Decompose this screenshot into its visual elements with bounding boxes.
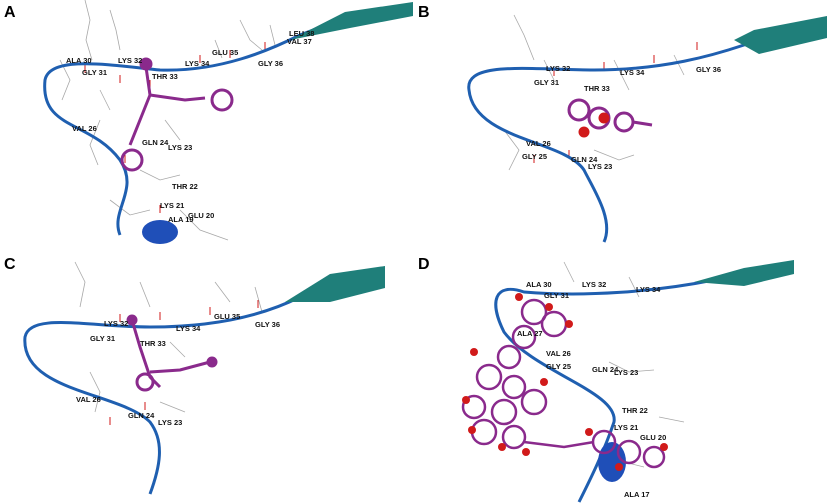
residue-label: VAL 26 — [72, 124, 97, 133]
residue-label: LYS 32 — [546, 64, 570, 73]
residue-label: THR 33 — [152, 72, 178, 81]
residue-label: LYS 23 — [588, 162, 612, 171]
residue-label: GLY 36 — [696, 65, 721, 74]
residue-label: GLU 20 — [640, 433, 666, 442]
residue-label: THR 22 — [172, 182, 198, 191]
residue-label: LYS 34 — [636, 285, 661, 294]
residue-label: GLU 20 — [188, 211, 214, 220]
residue-label: GLY 31 — [90, 334, 115, 343]
residue-label: ALA 19 — [168, 215, 194, 224]
residue-label: GLY 31 — [82, 68, 107, 77]
panel-c: C LYS 32 GLY 31 THR 33 LYS 34 GLU 35 GL — [0, 252, 413, 503]
panel-letter: D — [418, 256, 430, 273]
ribbon-helix — [142, 220, 178, 244]
residue-label: GLN 24 — [571, 155, 598, 164]
residue-label: LYS 23 — [168, 143, 192, 152]
residue-label: ALA 17 — [624, 490, 650, 499]
residue-labels: ALA 30 LYS 32 GLY 31 LYS 34 ALA 27 VAL 2… — [517, 280, 666, 499]
residue-label: GLY 31 — [534, 78, 559, 87]
residue-label: LYS 23 — [158, 418, 182, 427]
ribbon-backbone — [43, 16, 346, 236]
residue-label: LYS 21 — [614, 423, 638, 432]
panel-letter: C — [4, 256, 16, 273]
residue-label: LYS 21 — [160, 201, 184, 210]
residue-labels: ALA 30 GLY 31 LYS 32 THR 33 LYS 34 GLU 3… — [66, 29, 314, 224]
residue-labels: LYS 32 GLY 31 THR 33 LYS 34 GLU 35 GLY 3… — [76, 312, 280, 427]
panel-letter: B — [418, 4, 430, 21]
residue-label: ALA 30 — [526, 280, 552, 289]
residue-label: VAL 26 — [76, 395, 101, 404]
molecule-view: LYS 32 GLY 31 THR 33 LYS 34 GLU 35 GLY 3… — [23, 261, 385, 495]
ligand — [461, 298, 666, 469]
side-chains — [503, 14, 685, 171]
residue-label: LYS 23 — [614, 368, 638, 377]
residue-label: VAL 26 — [546, 349, 571, 358]
residue-label: GLN 24 — [142, 138, 169, 147]
ligand — [126, 314, 218, 392]
ribbon-backbone — [494, 278, 715, 503]
residue-label: THR 33 — [584, 84, 610, 93]
residue-label: GLY 25 — [522, 152, 547, 161]
residue-label: GLY 36 — [258, 59, 283, 68]
residue-label: THR 22 — [622, 406, 648, 415]
residue-labels: LYS 32 GLY 31 THR 33 LYS 34 GLY 36 VAL 2… — [522, 64, 721, 171]
residue-label: VAL 26 — [526, 139, 551, 148]
molecule-view: LYS 32 GLY 31 THR 33 LYS 34 GLY 36 VAL 2… — [467, 14, 827, 243]
residue-label: LYS 32 — [582, 280, 606, 289]
molecule-view: ALA 30 LYS 32 GLY 31 LYS 34 ALA 27 VAL 2… — [461, 260, 794, 503]
molecule-view: ALA 30 GLY 31 LYS 32 THR 33 LYS 34 GLU 3… — [43, 0, 413, 244]
polar-contacts — [84, 42, 266, 213]
ribbon-beta — [285, 266, 385, 302]
polar-contacts — [109, 300, 259, 425]
residue-label: GLU 35 — [212, 48, 238, 57]
panel-d: D ALA 30 LYS 32 GLY 31 LYS 34 — [414, 252, 827, 503]
residue-label: THR 33 — [140, 339, 166, 348]
oxygen-atoms — [462, 293, 668, 471]
panel-a: A ALA 30 GLY 31 LYS 32 THR 33 — [0, 0, 413, 251]
residue-label: LYS 32 — [118, 56, 142, 65]
residue-label: GLN 24 — [128, 411, 155, 420]
residue-label: LYS 34 — [176, 324, 201, 333]
residue-label: ALA 27 — [517, 329, 543, 338]
residue-label: GLN 24 — [592, 365, 619, 374]
ribbon-beta — [290, 2, 413, 40]
ribbon-beta — [694, 260, 794, 286]
residue-label: GLY 25 — [546, 362, 571, 371]
residue-label: LEU 38 — [289, 29, 314, 38]
side-chains — [74, 261, 263, 413]
panel-b: B LYS 32 GLY 31 THR 33 LYS 34 GLY 36 VAL… — [414, 0, 827, 251]
residue-label: GLU 35 — [214, 312, 240, 321]
ribbon-backbone — [467, 40, 755, 243]
residue-label: GLY 31 — [544, 291, 569, 300]
residue-label: GLY 36 — [255, 320, 280, 329]
ligand — [567, 98, 653, 138]
ligand — [120, 57, 234, 172]
ribbon-beta — [734, 16, 827, 54]
residue-label: LYS 34 — [185, 59, 210, 68]
residue-label: LYS 32 — [104, 319, 128, 328]
polar-contacts — [533, 42, 698, 163]
ribbon-backbone — [23, 295, 301, 495]
residue-label: LYS 34 — [620, 68, 645, 77]
residue-label: VAL 37 — [287, 37, 312, 46]
panel-letter: A — [4, 4, 16, 21]
residue-label: ALA 30 — [66, 56, 92, 65]
